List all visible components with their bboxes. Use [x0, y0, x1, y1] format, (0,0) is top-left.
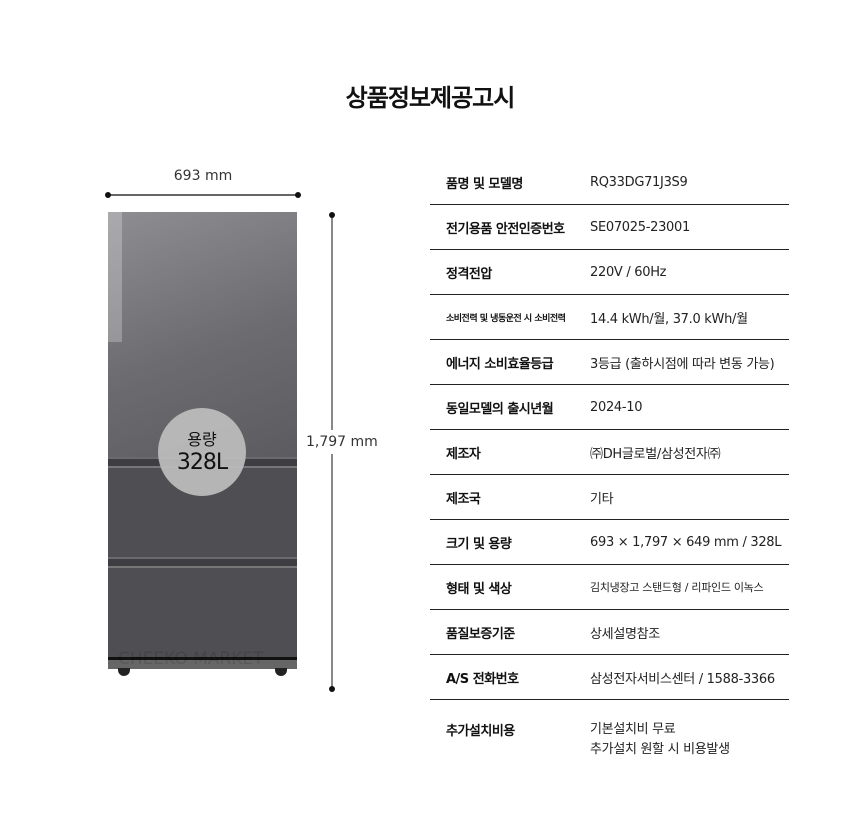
- table-row: 형태 및 색상 김치냉장고 스탠드형 / 리파인드 이녹스: [430, 565, 789, 610]
- row-value: 693 × 1,797 × 649 mm / 328L: [590, 534, 782, 550]
- row-value-line-2: 추가설치 원할 시 비용발생: [590, 742, 730, 757]
- height-line-start-dot: [329, 212, 335, 218]
- row-label: 제조자: [446, 446, 481, 462]
- table-row: 품질보증기준 상세설명참조: [430, 610, 789, 655]
- width-line: [108, 194, 298, 196]
- fridge-wheel: [275, 668, 287, 676]
- row-value: 2024-10: [590, 399, 643, 415]
- row-value: 김치냉장고 스탠드형 / 리파인드 이녹스: [590, 581, 764, 594]
- width-label: 693 mm: [173, 168, 233, 184]
- row-label: 크기 및 용량: [446, 536, 512, 552]
- fridge-handle: [108, 557, 297, 567]
- table-row: A/S 전화번호 삼성전자서비스센터 / 1588-3366: [430, 655, 789, 700]
- page-title: 상품정보제공고시: [345, 84, 516, 112]
- row-label: 에너지 소비효율등급: [446, 356, 554, 372]
- table-row: 제조자 ㈜DH글로벌/삼성전자㈜: [430, 430, 789, 475]
- row-label: A/S 전화번호: [446, 671, 519, 687]
- row-value: RQ33DG71J3S9: [590, 174, 688, 190]
- width-line-start-dot: [105, 192, 111, 198]
- row-value: ㈜DH글로벌/삼성전자㈜: [590, 446, 721, 462]
- height-line-end-dot: [329, 686, 335, 692]
- height-label: 1,797 mm: [306, 430, 396, 454]
- row-label: 품명 및 모델명: [446, 176, 523, 192]
- row-label: 동일모델의 출시년월: [446, 401, 554, 417]
- table-row: 에너지 소비효율등급 3등급 (출하시점에 따라 변동 가능): [430, 340, 789, 385]
- row-label: 형태 및 색상: [446, 581, 512, 597]
- capacity-value: 328L: [176, 450, 228, 475]
- table-row: 제조국 기타: [430, 475, 789, 520]
- table-row: 소비전력 및 냉동운전 시 소비전력 14.4 kWh/월, 37.0 kWh/월: [430, 295, 789, 340]
- capacity-label: 용량: [187, 430, 217, 449]
- row-label: 품질보증기준: [446, 626, 515, 642]
- table-row: 전기용품 안전인증번호 SE07025-23001: [430, 205, 789, 250]
- table-row: 품명 및 모델명 RQ33DG71J3S9: [430, 160, 789, 205]
- row-value: 기타: [590, 491, 614, 507]
- row-label: 정격전압: [446, 266, 492, 282]
- product-info-table: 품명 및 모델명 RQ33DG71J3S9 전기용품 안전인증번호 SE07025-…: [430, 160, 789, 775]
- fridge-wheel: [118, 668, 130, 676]
- fridge-base: [108, 657, 297, 669]
- table-row: 정격전압 220V / 60Hz: [430, 250, 789, 295]
- row-value: 220V / 60Hz: [590, 264, 667, 280]
- width-line-end-dot: [295, 192, 301, 198]
- row-value: 14.4 kWh/월, 37.0 kWh/월: [590, 311, 748, 327]
- capacity-badge: 용량 328L: [158, 408, 246, 496]
- watermark: CHEEKO MARKET: [118, 649, 264, 669]
- row-value: 3등급 (출하시점에 따라 변동 가능): [590, 356, 775, 372]
- row-value: 상세설명참조: [590, 626, 660, 642]
- row-value: 삼성전자서비스센터 / 1588-3366: [590, 671, 775, 687]
- row-label: 제조국: [446, 491, 481, 507]
- row-label: 추가설치비용: [446, 724, 515, 739]
- table-row: 동일모델의 출시년월 2024-10: [430, 385, 789, 430]
- row-label: 전기용품 안전인증번호: [446, 221, 565, 237]
- row-value: SE07025-23001: [590, 219, 690, 235]
- fridge-bottom-drawer: [108, 567, 297, 657]
- row-value: 기본설치비 무료: [590, 722, 676, 737]
- row-label: 소비전력 및 냉동운전 시 소비전력: [446, 313, 566, 324]
- table-row: 크기 및 용량 693 × 1,797 × 649 mm / 328L: [430, 520, 789, 565]
